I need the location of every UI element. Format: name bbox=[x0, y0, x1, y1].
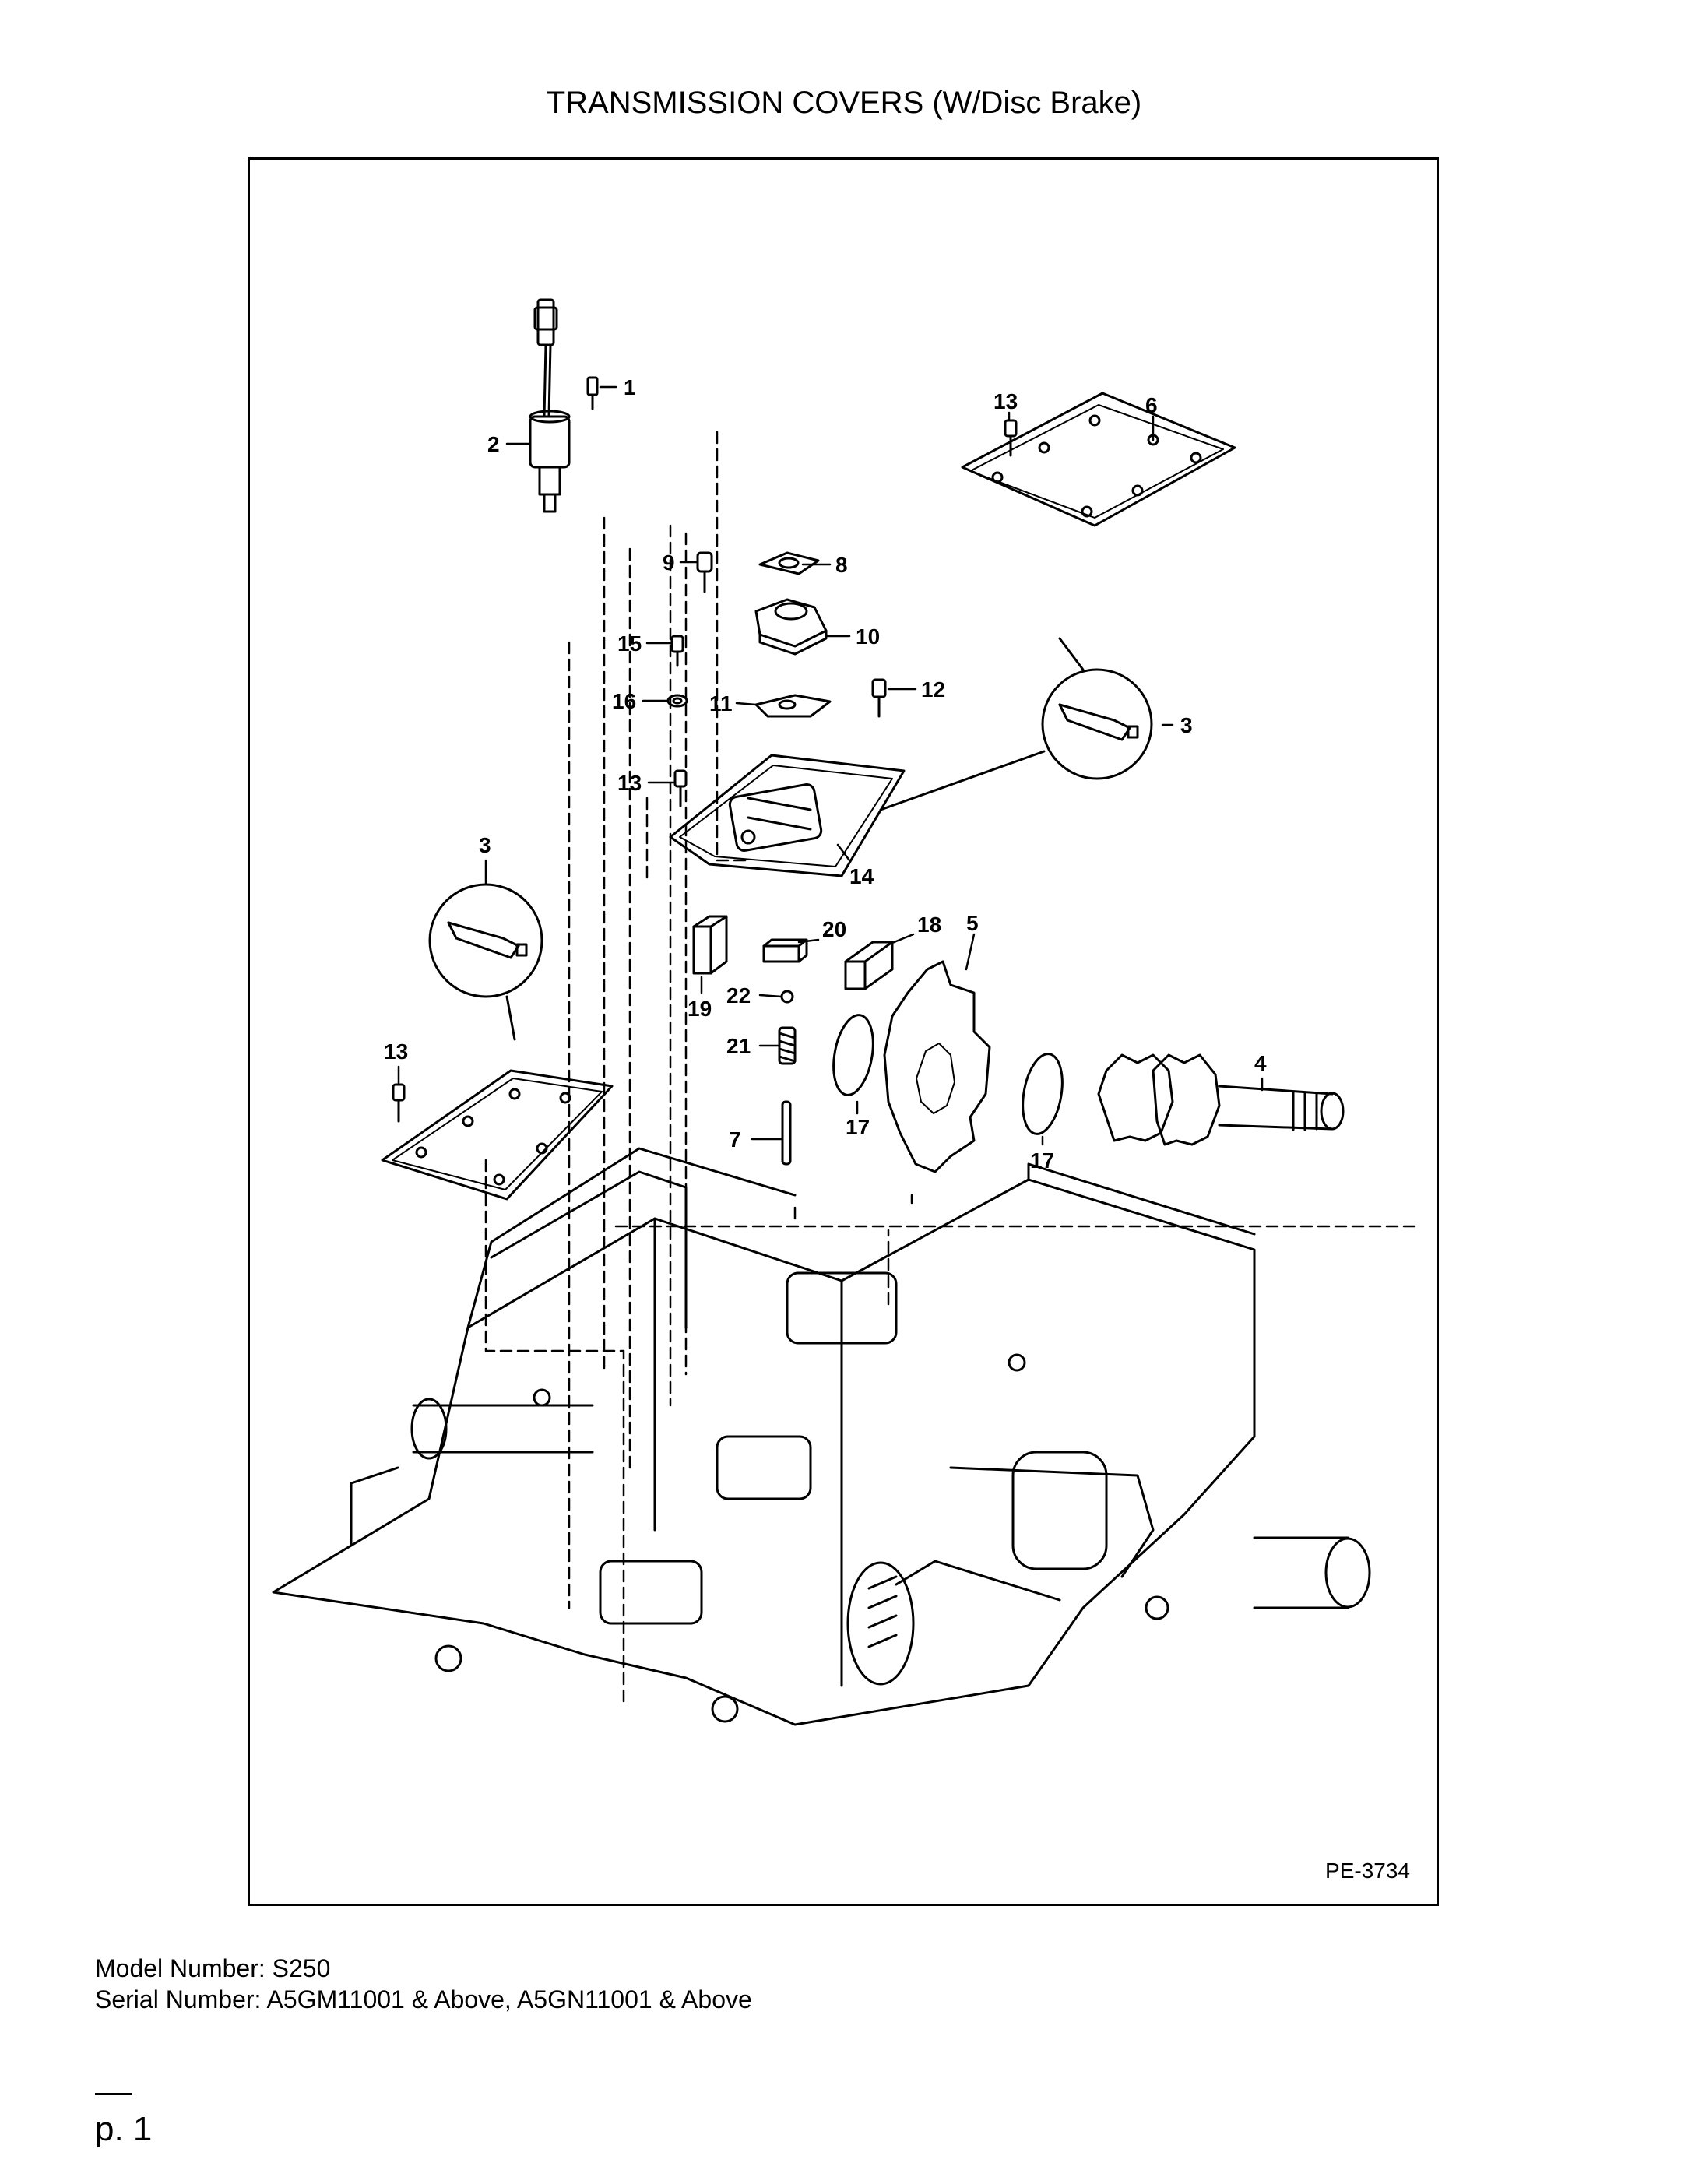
part-3-grease-callout-left bbox=[428, 883, 543, 1041]
callout-17-right: 17 bbox=[1030, 1148, 1054, 1173]
callout-9: 9 bbox=[663, 550, 675, 575]
callout-6: 6 bbox=[1145, 393, 1158, 417]
diagram-frame: 1 2 6 13 9 8 10 15 12 11 16 3 13 14 3 20… bbox=[248, 157, 1439, 1906]
callout-8: 8 bbox=[835, 553, 848, 577]
callout-12: 12 bbox=[921, 677, 945, 702]
part-11-plate bbox=[754, 694, 832, 718]
part-18-block bbox=[844, 941, 894, 990]
callout-18: 18 bbox=[917, 913, 941, 937]
part-22-ball bbox=[780, 990, 794, 1004]
part-lower-left-cover-plate bbox=[381, 1069, 614, 1201]
part-3-grease-callout-right bbox=[879, 637, 1153, 811]
brake-alignment-line bbox=[793, 1194, 913, 1220]
callout-3-right: 3 bbox=[1180, 713, 1193, 737]
exploded-parts-diagram: 1 2 6 13 9 8 10 15 12 11 16 3 13 14 3 20… bbox=[272, 298, 1419, 1726]
callout-16: 16 bbox=[612, 689, 636, 713]
page-number-rule bbox=[95, 2093, 132, 2095]
callout-7: 7 bbox=[729, 1127, 741, 1152]
part-8-gasket bbox=[758, 551, 820, 575]
leader-lines bbox=[397, 385, 1264, 1146]
callout-14: 14 bbox=[849, 864, 874, 888]
model-number: Model Number: S250 bbox=[95, 1954, 331, 1982]
serial-number: Serial Number: A5GM11001 & Above, A5GN11… bbox=[95, 1985, 752, 2013]
callout-3-left: 3 bbox=[479, 833, 491, 857]
part-10-valve-body bbox=[754, 598, 828, 656]
page-number: p. 1 bbox=[95, 2110, 153, 2148]
part-20-key bbox=[762, 938, 808, 963]
callout-21: 21 bbox=[726, 1034, 751, 1058]
part-13-bolt-upper bbox=[1004, 419, 1018, 457]
part-17-o-ring-left bbox=[832, 1014, 874, 1096]
callout-20: 20 bbox=[822, 917, 846, 941]
part-19-block bbox=[692, 915, 728, 975]
callout-1: 1 bbox=[624, 375, 636, 399]
part-7-pin bbox=[781, 1100, 792, 1166]
part-17-o-ring-right bbox=[1022, 1053, 1064, 1135]
part-2-solenoid bbox=[529, 298, 571, 513]
callout-17-left: 17 bbox=[846, 1115, 870, 1139]
chassis-frame bbox=[272, 1147, 1371, 1726]
part-4-sprocket-shaft bbox=[1097, 1053, 1345, 1146]
callout-19: 19 bbox=[688, 997, 712, 1021]
callout-22: 22 bbox=[726, 983, 751, 1008]
callout-labels: 1 2 6 13 9 8 10 15 12 11 16 3 13 14 3 20… bbox=[384, 375, 1267, 1173]
callout-2: 2 bbox=[487, 432, 500, 456]
callout-11: 11 bbox=[709, 691, 733, 716]
callout-4: 4 bbox=[1254, 1051, 1267, 1075]
part-14-transmission-cover bbox=[669, 754, 906, 877]
drawing-id: PE-3734 bbox=[1325, 1859, 1410, 1883]
callout-10: 10 bbox=[856, 624, 880, 649]
callout-13-middle: 13 bbox=[617, 771, 642, 795]
page-title: TRANSMISSION COVERS (W/Disc Brake) bbox=[546, 86, 1142, 120]
part-13-bolt-left bbox=[392, 1083, 406, 1123]
callout-15: 15 bbox=[617, 631, 642, 656]
part-13-bolt-middle bbox=[673, 769, 688, 807]
part-1-screw bbox=[586, 376, 599, 410]
callout-13-left: 13 bbox=[384, 1039, 408, 1064]
part-12-bolt bbox=[871, 678, 887, 718]
part-5-brake-disc bbox=[883, 960, 991, 1173]
callout-5: 5 bbox=[966, 911, 979, 935]
callout-13-upper: 13 bbox=[993, 389, 1018, 413]
part-21-spring bbox=[778, 1026, 797, 1065]
part-15-screw bbox=[670, 635, 684, 667]
part-9-bolt bbox=[696, 551, 713, 593]
